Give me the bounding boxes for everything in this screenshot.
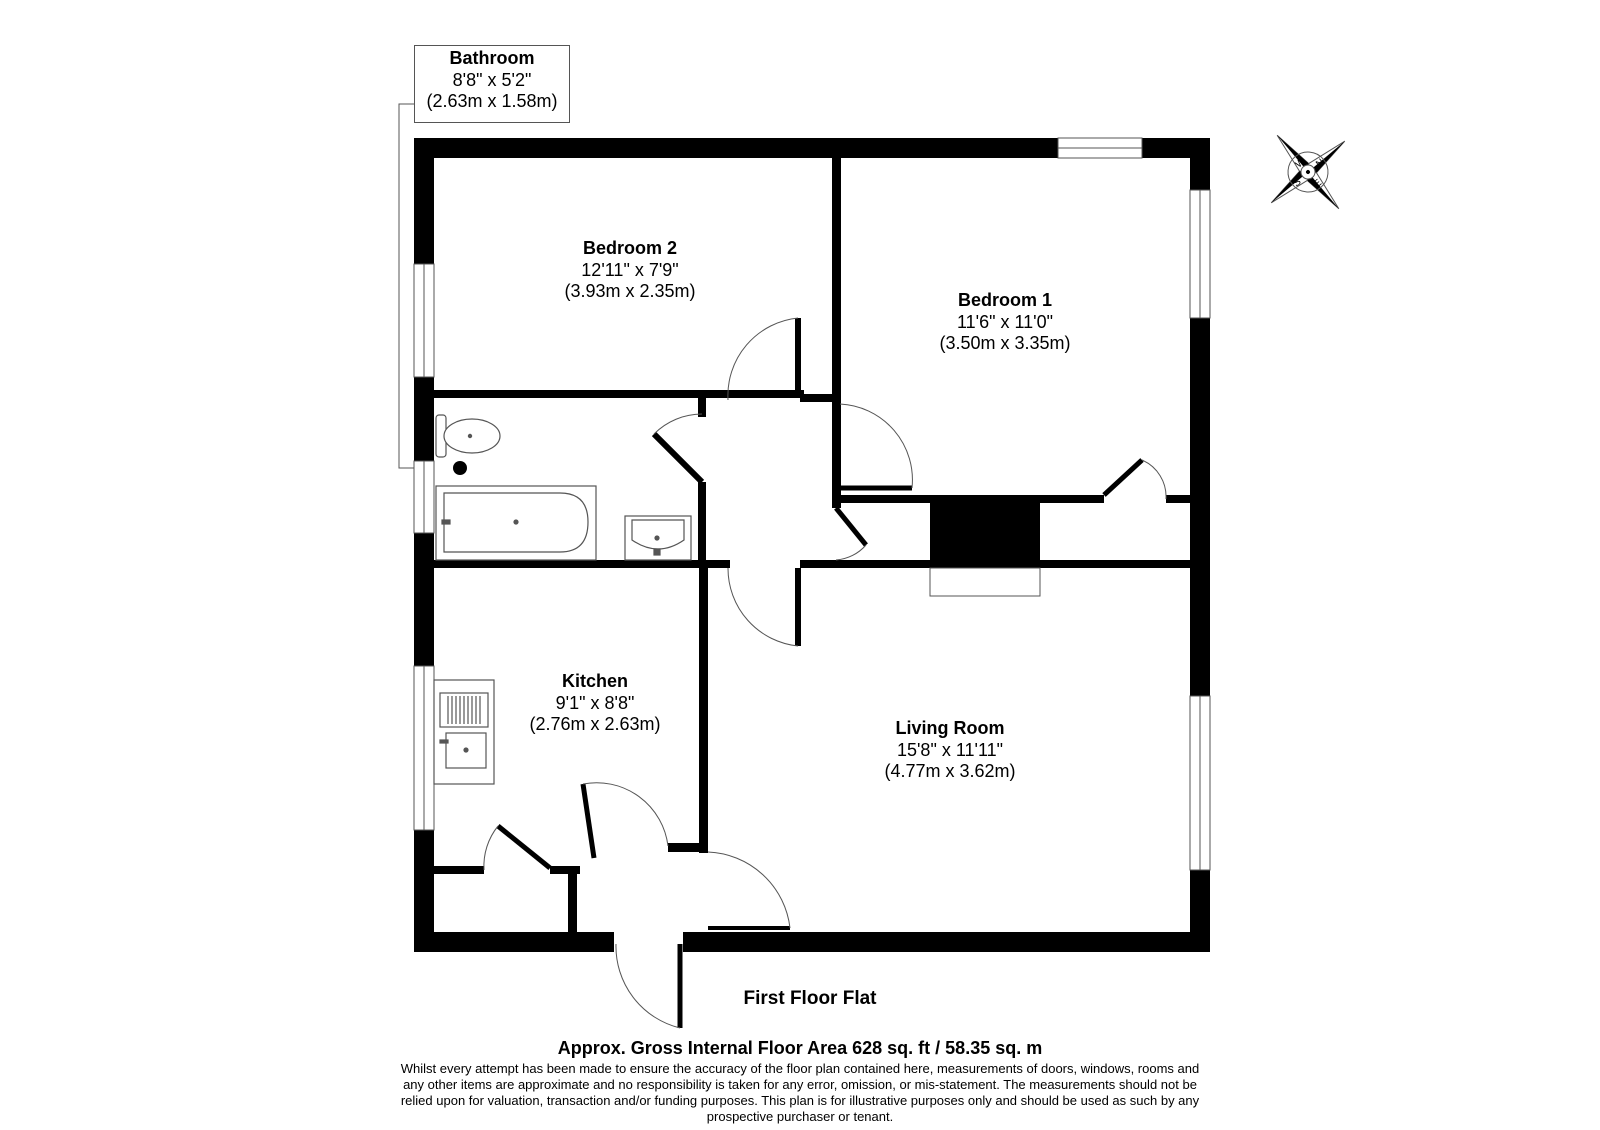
bedroom2-label: Bedroom 2 12'11" x 7'9" (3.93m x 2.35m) bbox=[530, 238, 730, 303]
bedroom1-label: Bedroom 1 11'6" x 11'0" (3.50m x 3.35m) bbox=[905, 290, 1105, 355]
kitchen-imperial: 9'1" x 8'8" bbox=[555, 692, 635, 713]
chimney-breast bbox=[930, 495, 1040, 560]
bedroom1-imperial: 11'6" x 11'0" bbox=[956, 311, 1054, 332]
wall-bed2-bottom bbox=[434, 390, 804, 398]
wall-right-top bbox=[1190, 138, 1210, 190]
door-bath bbox=[651, 431, 705, 485]
wall-bottom-right bbox=[683, 932, 1210, 952]
kitchen-name: Kitchen bbox=[561, 671, 628, 691]
living-room-label: Living Room 15'8" x 11'11" (4.77m x 3.62… bbox=[850, 718, 1050, 783]
wall-bath-bottom bbox=[434, 560, 730, 568]
door-kitchen bbox=[580, 783, 597, 859]
wall-bottom-left bbox=[414, 932, 614, 952]
kitchen-label: Kitchen 9'1" x 8'8" (2.76m x 2.63m) bbox=[495, 671, 695, 736]
living-room-name: Living Room bbox=[895, 718, 1005, 738]
bedroom1-metric: (3.50m x 3.35m) bbox=[939, 333, 1071, 354]
living-room-imperial: 15'8" x 11'11" bbox=[896, 739, 1004, 760]
door-kitchen-cupboard bbox=[496, 824, 552, 870]
doors bbox=[483, 317, 1167, 1029]
wall-bed2-stub bbox=[800, 394, 832, 402]
compass-icon: W N E S bbox=[1270, 134, 1346, 210]
bedroom1-name: Bedroom 1 bbox=[957, 290, 1053, 310]
bathroom-name: Bathroom bbox=[449, 48, 535, 68]
walls bbox=[414, 138, 1210, 952]
wall-kitchen-door-stub bbox=[668, 843, 708, 852]
wall-bath-right-top bbox=[698, 398, 706, 417]
bedroom2-imperial: 12'11" x 7'9" bbox=[581, 259, 679, 280]
door-bed1-cupboard bbox=[1102, 458, 1144, 497]
bathroom-imperial: 8'8" x 5'2" bbox=[452, 69, 532, 90]
wall-left-bottom bbox=[414, 830, 434, 952]
floor-area: Approx. Gross Internal Floor Area 628 sq… bbox=[557, 1038, 1043, 1058]
windows bbox=[413, 137, 1211, 871]
wall-kitchen-right bbox=[699, 568, 708, 853]
wall-right-bottom bbox=[1190, 870, 1210, 952]
wall-kitchen-cupboard-top2 bbox=[550, 866, 580, 874]
bathroom-label: Bathroom 8'8" x 5'2" (2.63m x 1.58m) bbox=[414, 45, 570, 123]
floor-title: First Floor Flat bbox=[743, 988, 877, 1009]
hearth bbox=[929, 567, 1041, 597]
bedroom2-metric: (3.93m x 2.35m) bbox=[564, 281, 696, 302]
living-room-metric: (4.77m x 3.62m) bbox=[884, 761, 1016, 782]
wall-bed-divider bbox=[832, 158, 841, 488]
fixtures bbox=[433, 414, 692, 785]
soil-pipe bbox=[453, 461, 467, 475]
wall-left-top bbox=[414, 138, 434, 264]
bathroom-leader bbox=[398, 103, 414, 469]
wall-right-mid bbox=[1190, 318, 1210, 696]
bathroom-metric: (2.63m x 1.58m) bbox=[426, 91, 558, 112]
wall-kitchen-cupboard-top bbox=[434, 866, 484, 874]
wall-hall-stub bbox=[832, 488, 841, 508]
wall-top-left bbox=[414, 138, 1058, 158]
drainer-ribs bbox=[447, 696, 481, 724]
disclaimer: Whilst every attempt has been made to en… bbox=[400, 1061, 1200, 1124]
wall-bath-right bbox=[698, 482, 706, 560]
bedroom2-name: Bedroom 2 bbox=[582, 238, 678, 258]
wall-left-mid bbox=[414, 377, 434, 461]
wall-left-lower bbox=[414, 533, 434, 666]
wall-hall-mid bbox=[800, 560, 1190, 568]
door-hall-cupboard bbox=[834, 506, 868, 547]
wall-cupboard-top-right bbox=[1166, 495, 1190, 503]
kitchen-metric: (2.76m x 2.63m) bbox=[529, 714, 661, 735]
wall-kitchen-cupboard-side bbox=[568, 866, 577, 936]
